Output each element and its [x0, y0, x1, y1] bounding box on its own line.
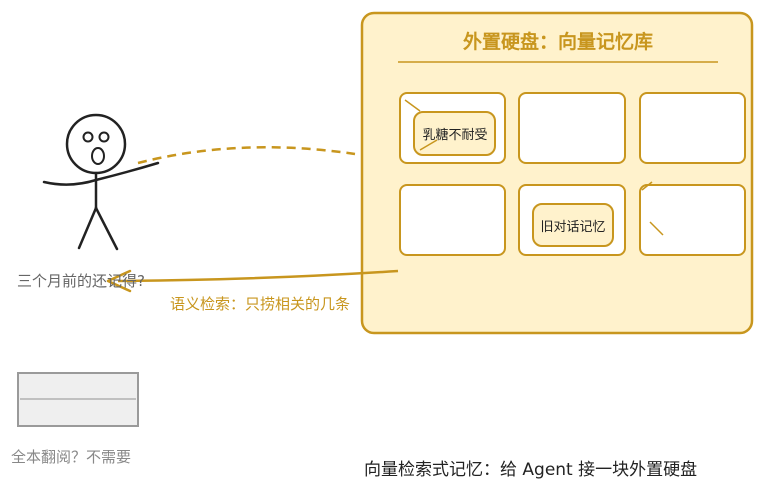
stick-figure	[42, 113, 160, 251]
figure-leg-right	[94, 206, 119, 251]
memory-cell-4	[399, 184, 506, 256]
sketch-mark	[404, 99, 421, 112]
vector-memory-panel	[360, 11, 754, 335]
figure-arm-left	[42, 178, 98, 186]
retrieval-label: 语义检索：只捞相关的几条	[170, 295, 351, 313]
full-scan-box	[17, 372, 139, 427]
retrieval-arrow	[117, 269, 399, 283]
sketch-mark	[649, 221, 664, 236]
figure-eye-right	[98, 131, 110, 143]
sketch-mark	[641, 181, 653, 191]
figure-arm-right	[94, 161, 160, 182]
panel-box	[360, 11, 754, 335]
chip-old-dialogue	[532, 203, 614, 247]
diagram-caption: 向量检索式记忆：给 Agent 接一块外置硬盘	[364, 460, 698, 480]
figure-mouth	[91, 147, 105, 165]
memory-cell-2	[518, 92, 626, 164]
sketch-mark	[419, 139, 438, 151]
figure-eye-left	[82, 131, 94, 143]
memory-chip-label-old-dialogue: 旧对话记忆	[540, 220, 606, 235]
dashed-link	[137, 146, 356, 165]
memory-chip-label-lactose: 乳糖不耐受	[422, 128, 488, 143]
figure-leg-left	[77, 206, 98, 250]
memory-cell-6	[639, 184, 746, 256]
figure-question: 三个月前的还记得?	[17, 272, 145, 290]
memory-cell-3	[639, 92, 746, 164]
retrieval-arrowhead	[106, 269, 132, 293]
panel-title: 外置硬盘：向量记忆库	[462, 31, 653, 53]
full-scan-label: 全本翻阅？不需要	[11, 448, 132, 466]
chip-lactose	[413, 111, 496, 156]
